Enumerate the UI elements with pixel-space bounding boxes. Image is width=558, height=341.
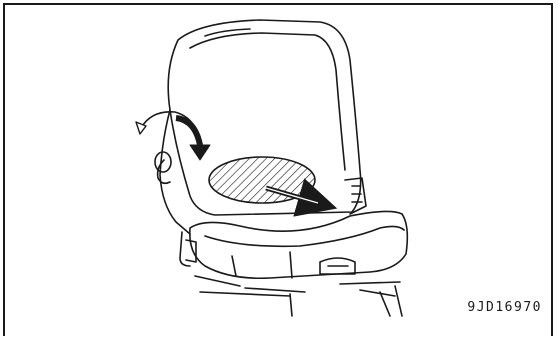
rotate-arrow-icon	[136, 112, 210, 160]
seat-cushion	[190, 211, 408, 278]
backrest-panel	[190, 33, 345, 170]
figure-code: 9JD16970	[467, 300, 542, 315]
